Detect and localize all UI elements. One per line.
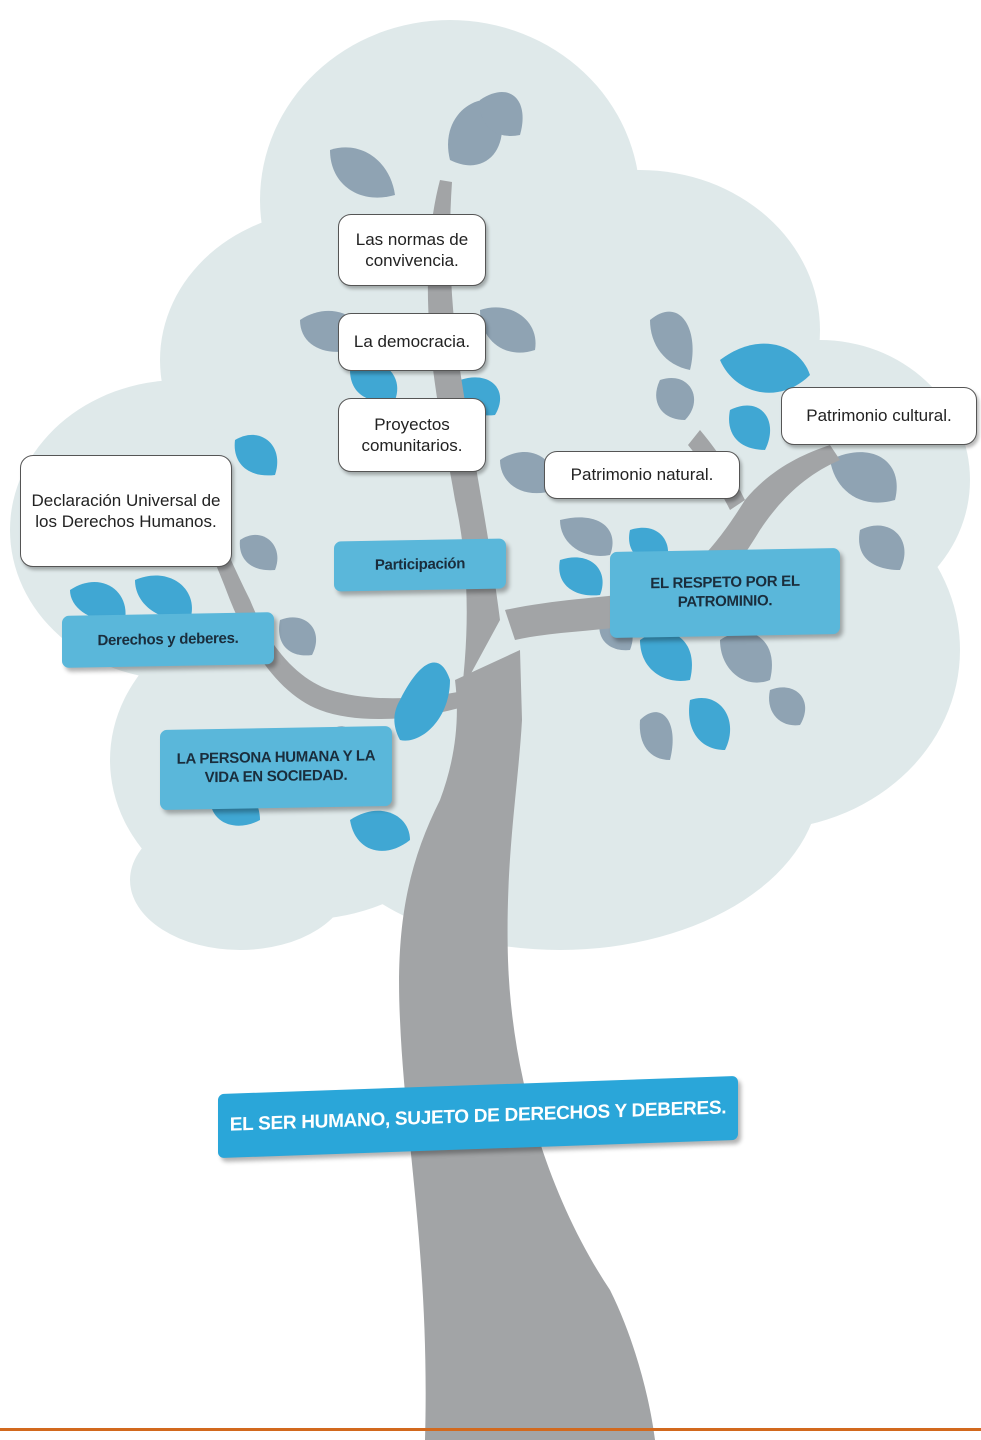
node-participacion: Participación: [334, 538, 506, 592]
node-democracia: La democracia.: [338, 313, 486, 371]
node-patrimonio-natural: Patrimonio natural.: [544, 451, 740, 499]
node-respeto-patrimonio: EL RESPETO POR EL PATROMINIO.: [610, 547, 840, 639]
node-patrimonio-cultural: Patrimonio cultural.: [781, 387, 977, 445]
node-persona-humana: LA PERSONA HUMANA Y LA VIDA EN SOCIEDAD.: [160, 725, 392, 811]
node-proyectos-comunitarios: Proyectos comunitarios.: [338, 398, 486, 472]
node-declaracion-universal: Declaración Universal de los Derechos Hu…: [20, 455, 232, 567]
node-normas-convivencia: Las normas de convivencia.: [338, 214, 486, 286]
bottom-rule: [0, 1428, 981, 1431]
node-derechos-deberes: Derechos y deberes.: [62, 612, 274, 668]
